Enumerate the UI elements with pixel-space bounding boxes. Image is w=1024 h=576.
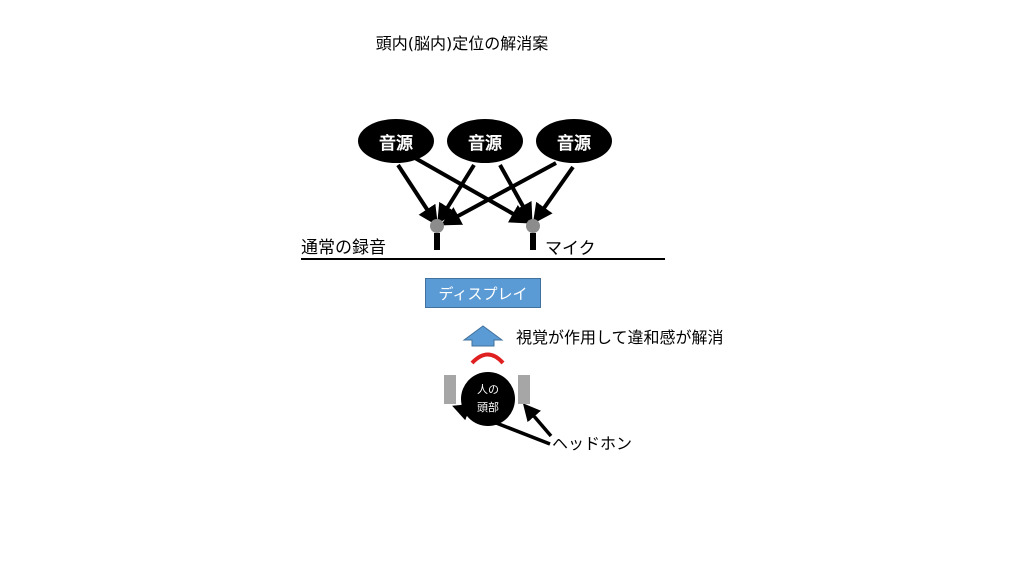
arrow-source3-mic1 — [440, 161, 557, 226]
normal-recording-label: 通常の録音 — [301, 238, 386, 258]
arrow-source1-mic1 — [396, 163, 438, 227]
headphone-left — [444, 375, 456, 404]
sound-source-2: 音源 — [447, 119, 523, 163]
arrow-source1-mic2 — [414, 156, 531, 224]
mic-1 — [430, 219, 444, 250]
head-label-line2: 頭部 — [477, 401, 499, 414]
mic-2 — [526, 219, 540, 250]
display-box: ディスプレイ — [425, 278, 541, 308]
arrow-source2-mic2 — [498, 164, 533, 224]
page-title: 頭内(脳内)定位の解消案 — [375, 34, 549, 53]
vision-resolves-label: 視覚が作用して違和感が解消 — [516, 328, 724, 347]
headphones-label: ヘッドホン — [552, 434, 633, 453]
arrow-headphones-right — [522, 403, 553, 438]
mic-label: マイク — [545, 239, 596, 259]
sound-source-3: 音源 — [536, 119, 612, 163]
up-arrow — [462, 325, 504, 347]
human-head: 人の 頭部 — [461, 372, 515, 426]
headphone-right — [518, 375, 530, 404]
face-arc — [470, 352, 505, 365]
arrow-source3-mic2 — [532, 165, 575, 224]
sound-source-1: 音源 — [358, 119, 434, 163]
head-label-line1: 人の — [477, 383, 499, 396]
